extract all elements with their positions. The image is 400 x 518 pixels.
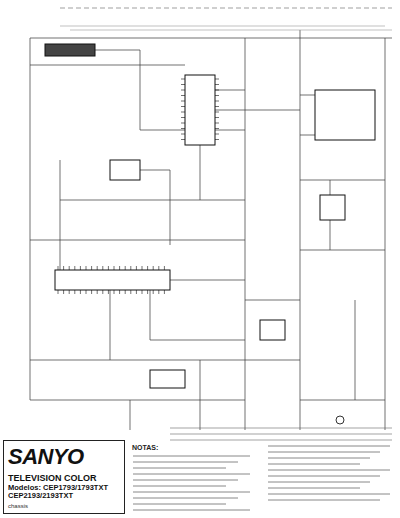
brand-logo: SANYO: [8, 444, 120, 469]
ic-pins: [58, 79, 219, 294]
title-text: TELEVISION COLOR: [8, 473, 120, 483]
notes-text-lines: [133, 446, 390, 510]
ground-symbol: [336, 416, 344, 424]
parts-table: [170, 428, 392, 440]
ic-blocks: [45, 44, 375, 388]
title-text: Modelos: CEP1793/1793TXT CEP2193/2193TXT: [8, 484, 120, 501]
wires: [30, 8, 392, 430]
title-text: chassis: [8, 503, 120, 510]
note-heading: NOTAS:: [131, 444, 159, 451]
title-block: SANYO TELEVISION COLORModelos: CEP1793/17…: [3, 440, 125, 514]
grid-headers: [60, 26, 392, 30]
